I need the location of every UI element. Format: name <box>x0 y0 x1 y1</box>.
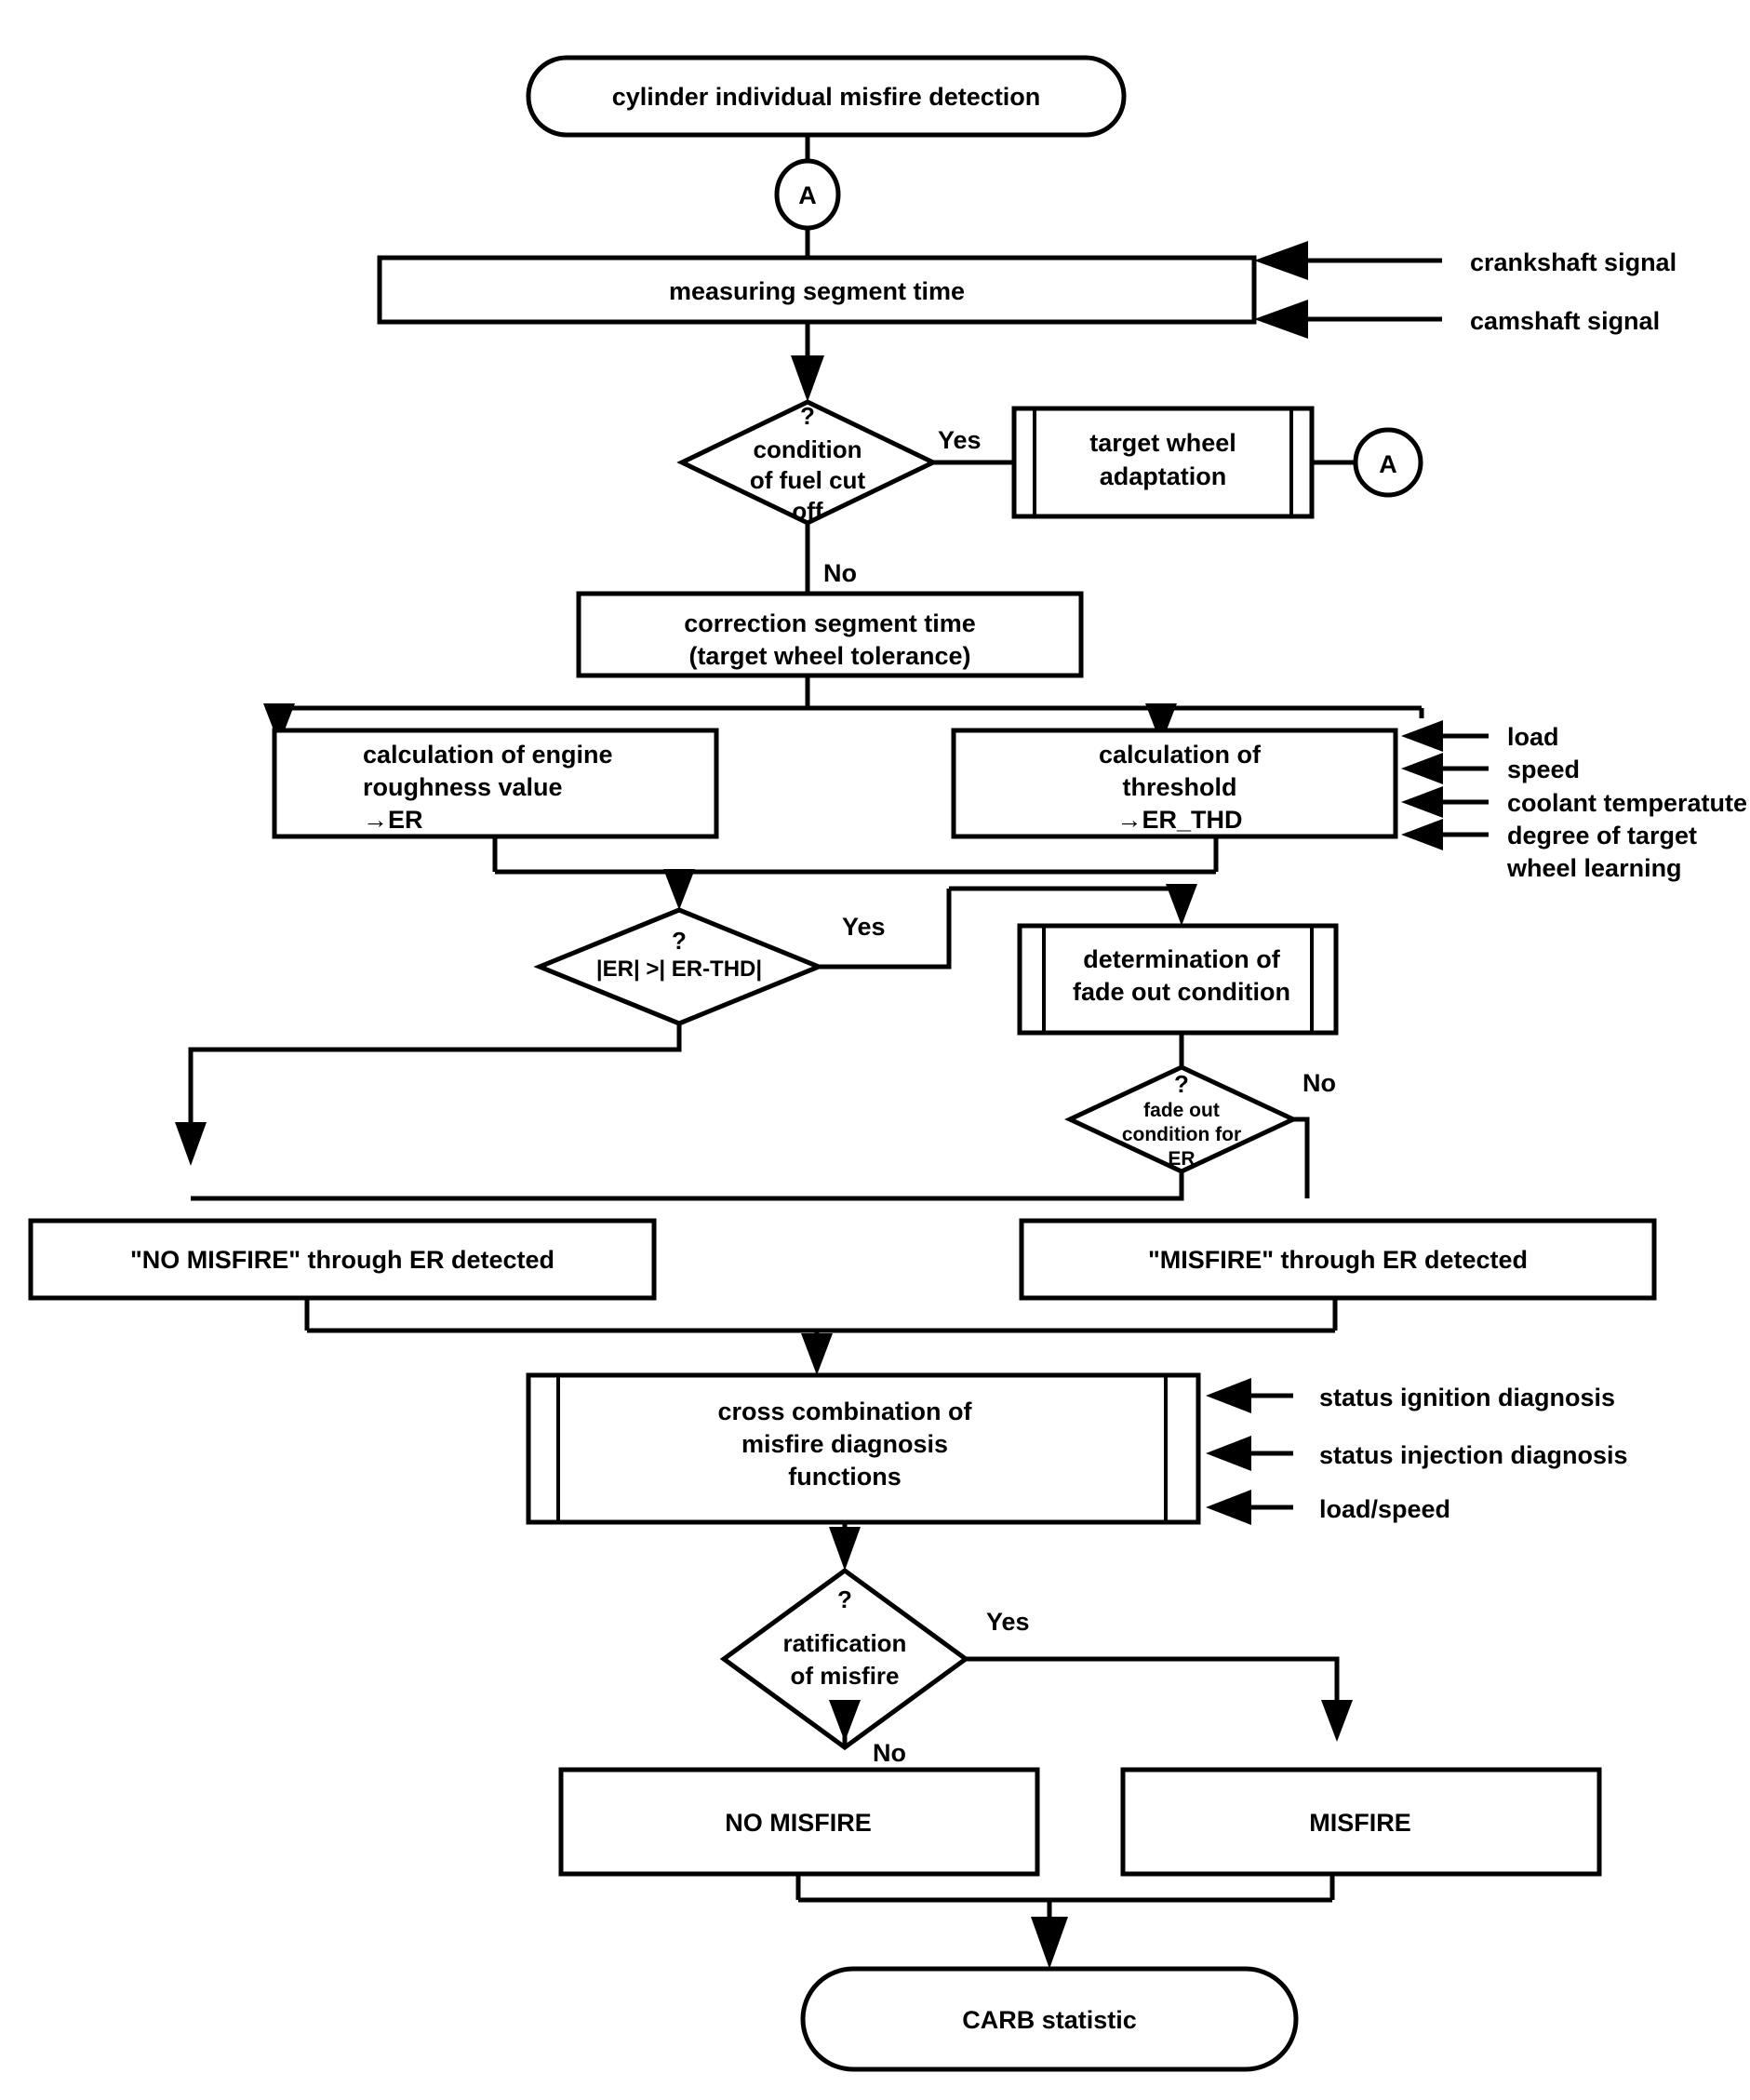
calc-thd-line2: threshold <box>1122 773 1236 801</box>
er-compare-question-mark: ? <box>672 927 687 955</box>
node-er-compare-decision[interactable]: ? |ER| >| ER-THD| <box>533 907 825 1026</box>
input-speed-label: speed <box>1507 756 1580 783</box>
input-load-speed: load/speed <box>1206 1490 1450 1525</box>
fuel-cut-question-mark: ? <box>800 402 815 430</box>
input-speed: speed <box>1401 753 1580 784</box>
edge-label-er-compare-yes: Yes <box>842 913 886 941</box>
input-degree-label: degree of target <box>1507 822 1697 849</box>
determination-line2: fade out condition <box>1073 978 1290 1006</box>
calc-er-line3: →ER <box>363 806 423 834</box>
input-status-ignition-label: status ignition diagnosis <box>1319 1384 1615 1411</box>
input-coolant-temperature: coolant temperatute <box>1401 786 1747 818</box>
input-status-injection-diagnosis: status injection diagnosis <box>1206 1436 1628 1471</box>
fuel-cut-line3: off <box>792 497 823 525</box>
input-coolant-label: coolant temperatute <box>1507 789 1747 817</box>
input-camshaft-signal: camshaft signal <box>1254 300 1660 339</box>
no-misfire-label: NO MISFIRE <box>725 1809 872 1837</box>
cross-comb-line3: functions <box>788 1463 902 1491</box>
edge-label-fuel-cut-yes: Yes <box>938 426 982 454</box>
node-no-misfire-er-detected[interactable]: "NO MISFIRE" through ER detected <box>28 1218 657 1301</box>
node-correction-segment-time[interactable]: correction segment time (target wheel to… <box>576 591 1084 678</box>
correction-line1: correction segment time <box>684 609 976 637</box>
node-misfire-er-detected[interactable]: "MISFIRE" through ER detected <box>1019 1218 1657 1301</box>
connector-a-top-label: A <box>798 181 817 209</box>
input-camshaft-label: camshaft signal <box>1470 307 1660 335</box>
no-misfire-er-label: "NO MISFIRE" through ER detected <box>130 1246 554 1274</box>
input-degree-target-wheel-learning: degree of target wheel learning <box>1401 819 1697 882</box>
input-load: load <box>1401 720 1559 752</box>
node-measuring-label: measuring segment time <box>669 277 965 305</box>
node-calc-threshold[interactable]: calculation of threshold →ER_THD <box>951 728 1398 839</box>
node-fuel-cut-decision[interactable]: ? condition of fuel cut off <box>676 399 939 526</box>
cross-comb-line2: misfire diagnosis <box>741 1430 948 1458</box>
fade-out-line2: condition for <box>1122 1124 1241 1145</box>
target-wheel-line1: target wheel <box>1089 429 1236 457</box>
node-start-label: cylinder individual misfire detection <box>612 83 1041 111</box>
input-status-ignition-diagnosis: status ignition diagnosis <box>1206 1378 1615 1413</box>
node-measuring-segment-time[interactable]: measuring segment time <box>377 255 1257 325</box>
input-load-speed-label: load/speed <box>1319 1495 1450 1523</box>
edge-label-fuel-cut-no: No <box>823 559 857 587</box>
correction-line2: (target wheel tolerance) <box>688 642 970 670</box>
node-fade-out-decision[interactable]: ? fade out condition for ER <box>1064 1064 1299 1174</box>
fade-out-line3: ER <box>1168 1148 1195 1170</box>
determination-line1: determination of <box>1083 945 1281 973</box>
node-connector-a-top[interactable]: A <box>774 158 841 231</box>
node-no-misfire[interactable]: NO MISFIRE <box>558 1767 1040 1877</box>
input-crankshaft-label: crankshaft signal <box>1470 248 1677 276</box>
calc-er-line1: calculation of engine <box>363 741 613 769</box>
edge-label-ratification-no: No <box>873 1739 906 1767</box>
input-status-injection-label: status injection diagnosis <box>1319 1441 1628 1469</box>
calc-er-line2: roughness value <box>363 773 563 801</box>
node-determination-fade-out[interactable]: determination of fade out condition <box>1017 923 1339 1036</box>
fade-out-line1: fade out <box>1143 1100 1220 1121</box>
fuel-cut-line2: of fuel cut <box>750 466 866 494</box>
target-wheel-line2: adaptation <box>1100 462 1227 490</box>
node-target-wheel-adaptation[interactable]: target wheel adaptation <box>1011 406 1315 519</box>
cross-comb-line1: cross combination of <box>717 1398 972 1425</box>
edge-label-ratification-yes: Yes <box>986 1608 1030 1636</box>
connector-a-right-label: A <box>1379 450 1397 478</box>
misfire-label: MISFIRE <box>1309 1809 1411 1837</box>
fuel-cut-line1: condition <box>754 435 862 463</box>
input-load-label: load <box>1507 723 1559 751</box>
fade-out-question-mark: ? <box>1174 1070 1189 1098</box>
ratification-question-mark: ? <box>837 1585 852 1613</box>
node-cross-combination[interactable]: cross combination of misfire diagnosis f… <box>526 1372 1201 1525</box>
misfire-er-label: "MISFIRE" through ER detected <box>1148 1246 1528 1274</box>
node-connector-a-right[interactable]: A <box>1353 427 1423 498</box>
carb-statistic-label: CARB statistic <box>962 2006 1137 2034</box>
calc-thd-line3: →ER_THD <box>1116 806 1242 834</box>
input-degree-label2: wheel learning <box>1506 854 1682 882</box>
input-crankshaft-signal: crankshaft signal <box>1254 241 1677 280</box>
node-calc-engine-roughness[interactable]: calculation of engine roughness value →E… <box>272 728 719 839</box>
ratification-line1: ratification <box>783 1629 907 1657</box>
node-misfire[interactable]: MISFIRE <box>1120 1767 1602 1877</box>
edge-label-fade-out-no: No <box>1302 1069 1336 1097</box>
er-compare-expression: |ER| >| ER-THD| <box>596 956 762 982</box>
ratification-line2: of misfire <box>790 1662 899 1690</box>
calc-thd-line1: calculation of <box>1099 741 1262 769</box>
node-start[interactable]: cylinder individual misfire detection <box>526 55 1127 138</box>
node-carb-statistic[interactable]: CARB statistic <box>800 1966 1299 2072</box>
